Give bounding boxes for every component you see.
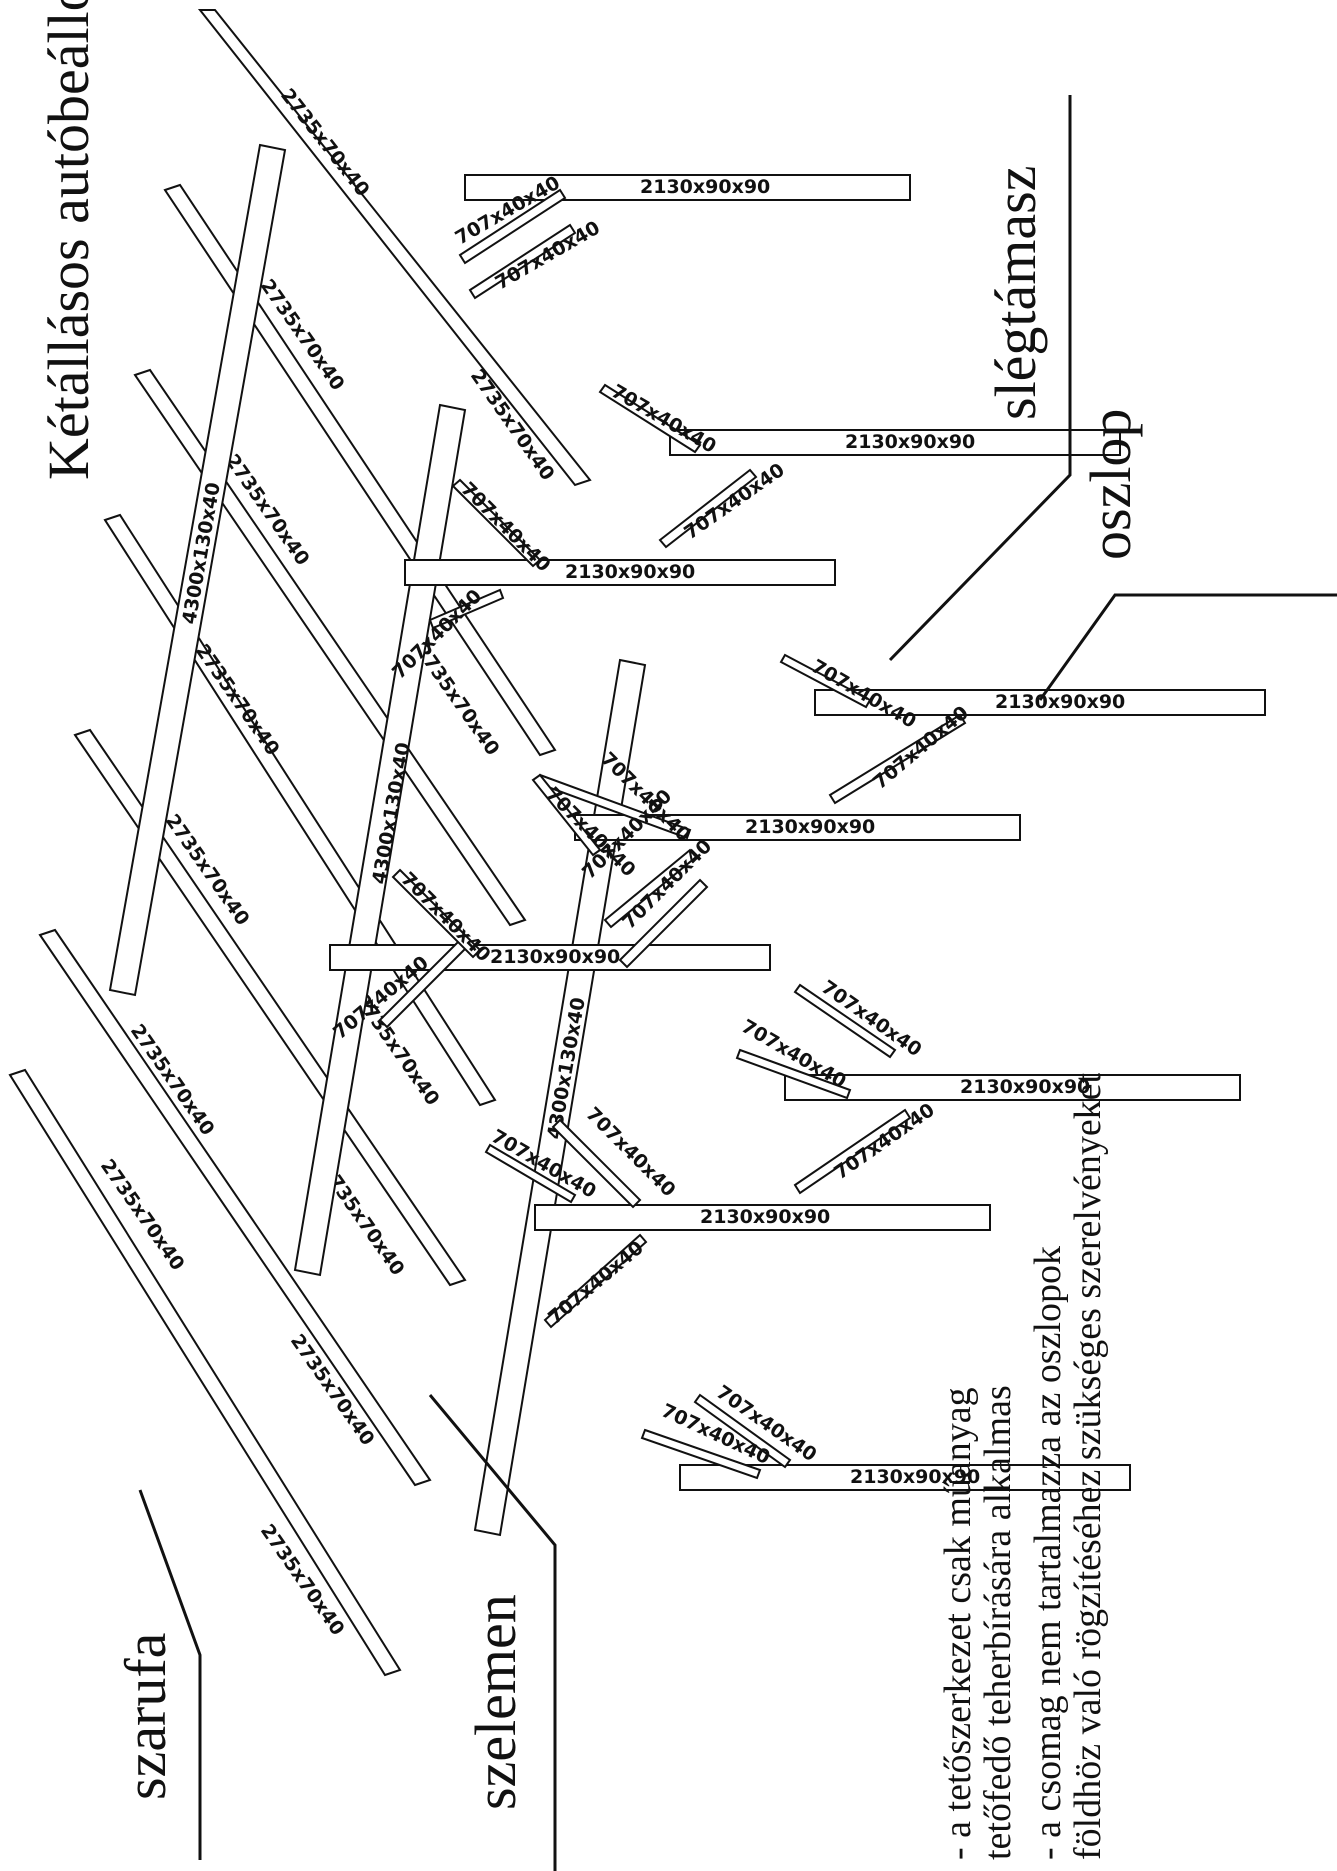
notes: - a tetőszerkezet csak műanyag tetőfedő … (937, 1072, 1109, 1860)
rafter-4-label: 2735x70x40 (191, 640, 284, 759)
post-2: 2130x90x90 (669, 429, 1121, 456)
post-6-label: 2130x90x90 (490, 946, 620, 968)
post-9: 2130x90x90 (679, 1464, 1131, 1491)
rafter-1-label: 2735x70x40 (276, 85, 374, 201)
post-7: 2130x90x90 (784, 1074, 1241, 1101)
posts: 2130x90x90 2130x90x90 2130x90x90 2130x90… (329, 174, 1266, 1491)
label-szelemen: szelemen (463, 1594, 528, 1810)
post-9-label: 2130x90x90 (850, 1466, 980, 1488)
leader-lines (138, 95, 1337, 1871)
note-line-3: - a csomag nem tartalmazza az oszlopok (1027, 1246, 1069, 1860)
leader-szarufa (138, 1489, 202, 1860)
post-6: 2130x90x90 (329, 944, 771, 971)
post-8: 2130x90x90 (534, 1204, 991, 1231)
brace-15: 707x40x40 (793, 976, 926, 1061)
brace-4: 707x40x40 (658, 459, 789, 549)
leader-slegtamasz (888, 95, 1072, 662)
brace-17: 707x40x40 (793, 1099, 939, 1195)
post-4-label: 2130x90x90 (995, 691, 1125, 713)
brace-20: 707x40x40 (543, 1233, 648, 1329)
brace-17-label: 707x40x40 (830, 1099, 939, 1184)
brace-3: 707x40x40 (598, 380, 720, 458)
purlin-1-label: 4300x130x40 (178, 481, 225, 626)
post-1-label: 2130x90x90 (640, 176, 770, 198)
label-slegtamasz: slégtámasz (983, 166, 1048, 420)
post-3: 2130x90x90 (404, 559, 836, 586)
post-5-label: 2130x90x90 (745, 816, 875, 838)
post-2-label: 2130x90x90 (845, 431, 975, 453)
post-1: 2130x90x90 (464, 174, 911, 201)
label-oszlop: oszlop (1078, 409, 1143, 560)
note-line-4: földhöz való rögzítéséhez szükséges szer… (1067, 1072, 1109, 1860)
note-line-2: tetőfedő teherbírására alkalmas (977, 1385, 1019, 1860)
post-3-label: 2130x90x90 (565, 561, 695, 583)
brace-3-label: 707x40x40 (608, 380, 720, 458)
note-line-1: - a tetőszerkezet csak műanyag (937, 1387, 979, 1860)
diagram-title: Kétállásos autóbeálló (36, 0, 101, 480)
leader-oszlop (1038, 593, 1337, 701)
leader-szelemen (428, 1394, 557, 1871)
label-szarufa: szarufa (113, 1633, 178, 1800)
post-4: 2130x90x90 (814, 689, 1266, 716)
post-8-label: 2130x90x90 (700, 1206, 830, 1228)
brace-20-label: 707x40x40 (544, 1237, 648, 1329)
brace-4-label: 707x40x40 (680, 459, 789, 544)
post-7-label: 2130x90x90 (960, 1076, 1090, 1098)
